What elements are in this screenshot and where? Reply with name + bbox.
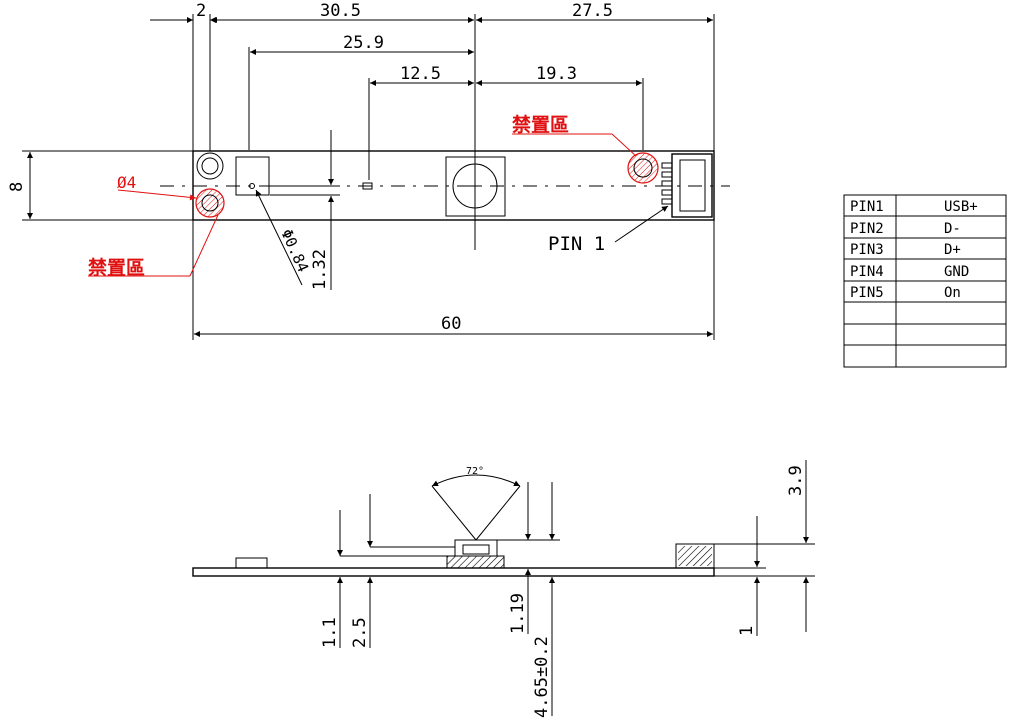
dim-25-label: 2.5 <box>350 617 370 648</box>
pin-table: PIN1 USB+ PIN2 D- PIN3 D+ PIN4 GND PIN5 … <box>843 194 1007 368</box>
side-pcb <box>192 567 715 577</box>
signal-cell: D- <box>944 221 961 237</box>
side-view: 72° 1.1 2.5 1.19 4.65±0.2 3.9 1 <box>192 460 815 718</box>
pin-cell: PIN5 <box>850 285 884 301</box>
mounting-hole-top <box>196 152 224 180</box>
pin-cell: PIN1 <box>850 199 884 215</box>
top-view: 2 30.5 27.5 25.9 12.5 19.3 8 60 Ø4 禁置區 <box>7 1 730 340</box>
dim-dia4-label: Ø4 <box>117 173 136 192</box>
keepout-hole-left <box>195 188 225 218</box>
keepout-label-right: 禁置區 <box>512 113 569 136</box>
component-pad <box>235 156 270 196</box>
pin-cell: PIN2 <box>850 221 884 237</box>
dim-11-label: 1.1 <box>320 617 340 648</box>
signal-cell: D+ <box>944 242 961 258</box>
side-lens-base <box>446 555 505 569</box>
pin-cell: PIN3 <box>850 242 884 258</box>
dim-12-5-label: 12.5 <box>400 64 441 84</box>
side-connector <box>675 543 715 569</box>
dim-2-label: 2 <box>196 1 206 21</box>
dim-30-5-label: 30.5 <box>320 1 361 21</box>
dim-60-label: 60 <box>441 314 461 334</box>
small-marker <box>362 182 373 190</box>
dim-27-5-label: 27.5 <box>572 1 613 21</box>
dim-39-label: 3.9 <box>786 465 806 496</box>
via-dot <box>249 183 255 189</box>
dim-1-label: 1 <box>737 626 757 636</box>
dim-132-label: 1.32 <box>310 249 330 290</box>
signal-cell: On <box>944 285 961 301</box>
dim-465-label: 4.65±0.2 <box>532 636 552 718</box>
signal-cell: GND <box>944 264 969 280</box>
dim-dia084-label: Φ0.84 <box>277 226 312 275</box>
angle-label: 72° <box>466 466 484 477</box>
signal-cell: USB+ <box>944 199 978 215</box>
dim-19-3-label: 19.3 <box>536 64 577 84</box>
side-component-left <box>235 557 268 569</box>
pin1-label: PIN 1 <box>548 233 605 255</box>
dim-119-label: 1.19 <box>508 593 528 634</box>
connector <box>661 153 713 218</box>
keepout-label-left: 禁置區 <box>88 256 145 279</box>
pin-cell: PIN4 <box>850 264 884 280</box>
dim-25-9-label: 25.9 <box>343 33 384 53</box>
keepout-hole-right <box>627 152 659 184</box>
dim-8-label: 8 <box>7 182 27 192</box>
